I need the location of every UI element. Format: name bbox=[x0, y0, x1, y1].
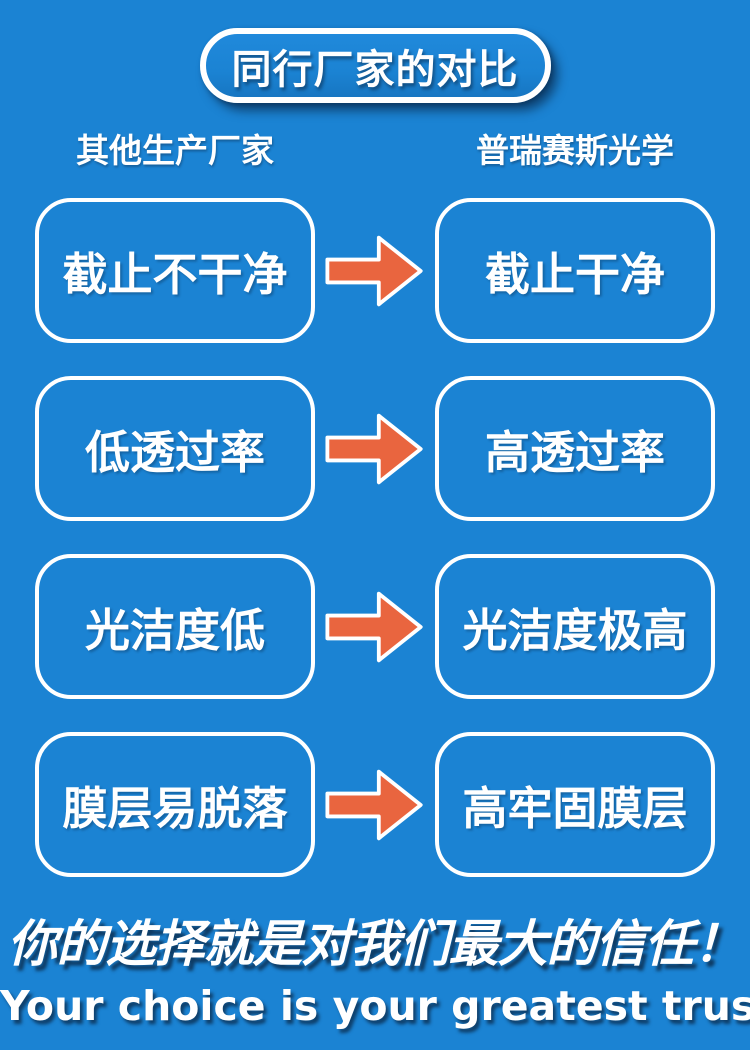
company-box: 高透过率 bbox=[435, 376, 715, 521]
comparison-row: 低透过率 高透过率 bbox=[35, 376, 715, 521]
column-headers: 其他生产厂家 普瑞赛斯光学 bbox=[0, 129, 750, 170]
competitor-label: 截止不干净 bbox=[62, 248, 288, 301]
poster-title: 同行厂家的对比 bbox=[231, 46, 519, 93]
company-label: 截止干净 bbox=[484, 248, 665, 301]
competitor-box: 截止不干净 bbox=[35, 198, 315, 343]
comparison-row: 光洁度低 光洁度极高 bbox=[35, 554, 715, 699]
footer-slogan-en: Your choice is your greatest trust in us… bbox=[0, 982, 750, 1030]
competitor-column-header: 其他生产厂家 bbox=[76, 131, 274, 170]
company-label: 高透过率 bbox=[484, 426, 665, 479]
company-label: 光洁度极高 bbox=[462, 604, 688, 657]
comparison-row: 膜层易脱落 高牢固膜层 bbox=[35, 732, 715, 877]
company-box: 高牢固膜层 bbox=[435, 732, 715, 877]
company-box: 光洁度极高 bbox=[435, 554, 715, 699]
competitor-label: 光洁度低 bbox=[84, 604, 265, 657]
company-column-header: 普瑞赛斯光学 bbox=[476, 131, 674, 170]
comparison-row: 截止不干净 截止干净 bbox=[35, 198, 715, 343]
right-arrow-icon bbox=[315, 587, 435, 667]
competitor-label: 膜层易脱落 bbox=[62, 782, 288, 835]
competitor-box: 光洁度低 bbox=[35, 554, 315, 699]
competitor-box: 膜层易脱落 bbox=[35, 732, 315, 877]
company-box: 截止干净 bbox=[435, 198, 715, 343]
company-label: 高牢固膜层 bbox=[462, 782, 688, 835]
comparison-rows: 截止不干净 截止干净 低透过率 高透过率 bbox=[0, 198, 750, 877]
competitor-label: 低透过率 bbox=[84, 426, 265, 479]
title-badge: 同行厂家的对比 bbox=[199, 28, 551, 103]
competitor-box: 低透过率 bbox=[35, 376, 315, 521]
title-badge-wrap: 同行厂家的对比 bbox=[0, 0, 750, 103]
right-arrow-icon bbox=[315, 409, 435, 489]
right-arrow-icon bbox=[315, 765, 435, 845]
right-arrow-icon bbox=[315, 231, 435, 311]
footer-slogan-zh: 你的选择就是对我们最大的信任！ bbox=[7, 915, 744, 973]
